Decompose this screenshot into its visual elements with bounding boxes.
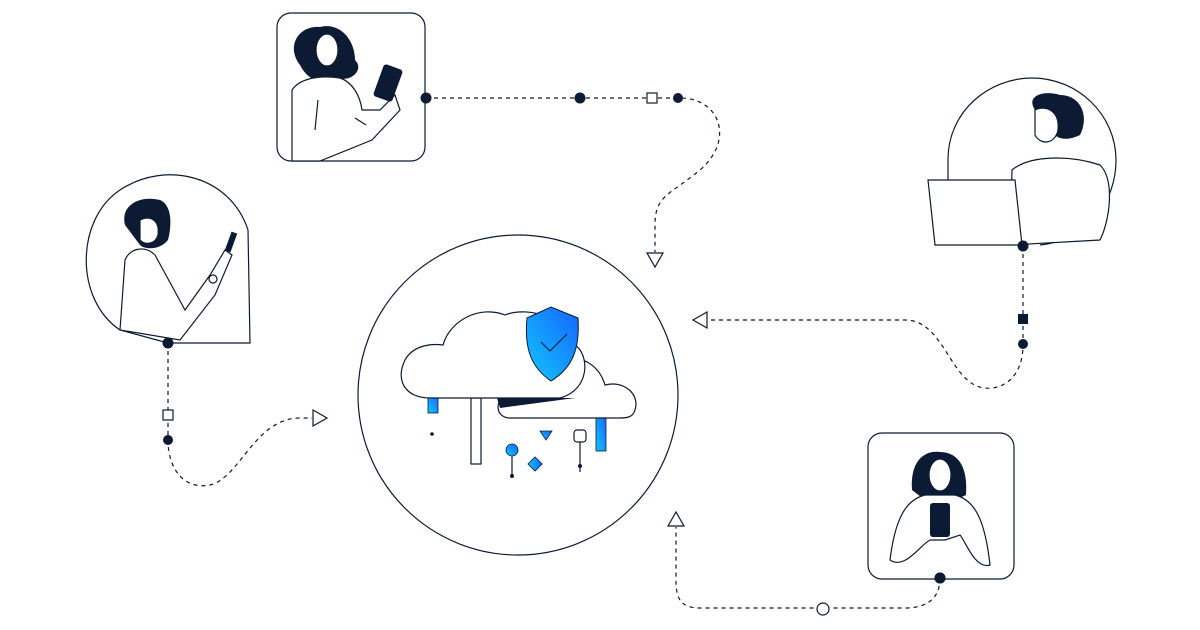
arrow-left-icon: [691, 310, 708, 330]
connector-left: [162, 343, 329, 487]
cloud-security-hub: [357, 234, 679, 556]
user-avatar-phone: [85, 174, 251, 349]
connector-right: [691, 246, 1028, 389]
arrow-right-icon: [312, 408, 329, 428]
connector-top: [420, 92, 721, 269]
arrow-up-icon: [666, 510, 686, 527]
user-avatar-tablet: [276, 12, 426, 162]
user-avatar-phone-woman: [867, 432, 1015, 584]
shield-check-icon: [525, 306, 579, 382]
user-avatar-laptop: [927, 77, 1117, 252]
arrow-down-icon: [645, 252, 665, 269]
